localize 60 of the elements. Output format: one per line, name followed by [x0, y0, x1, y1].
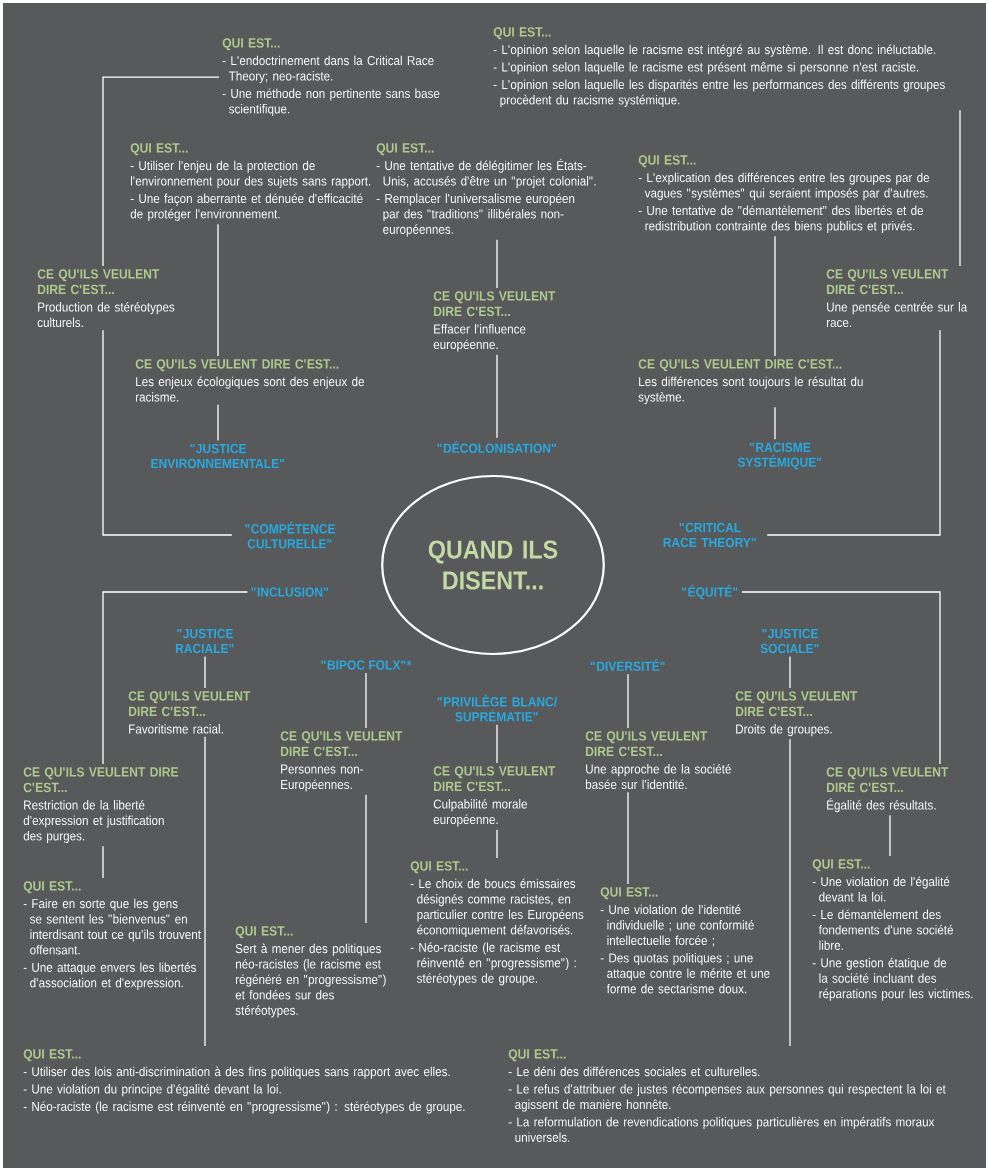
- definition-text: QUI EST... - L'endoctrinement dans la Critical Race Theory; neo-raciste. - Une méthode non pertinente sans base scientifique.: [222, 38, 440, 117]
- meaning-text: CE QU'ILS VEULENT DIRE C'EST... Une pensée centrée sur la race.: [826, 269, 968, 328]
- connector-line: [204, 655, 206, 689]
- meaning-text: CE QU'ILS VEULENT DIRE C'EST... Une approche de la société basée sur l'identité.: [585, 731, 731, 790]
- term-label: "INCLUSION": [251, 587, 328, 597]
- definition-text: QUI EST... - Une violation de l'identité individuelle ; une conformité intellectuelle forcée ; - Des quotas politiques ; une attaque contre le mérite et une forme de sectarisme doux.: [600, 887, 770, 994]
- meaning-text: CE QU'ILS VEULENT DIRE C'EST... Égalité des résultats.: [826, 767, 949, 813]
- definition-text: QUI EST... - L'explication des différences entre les groupes par de vagues "systèmes" qui seraient imposés par d'autres. - Une tentative de "démantèlement" des libertés et de redistribution contrainte des biens publics et privés.: [638, 155, 930, 234]
- connector-line: [496, 829, 498, 859]
- connector-line: [102, 591, 249, 765]
- definition-text: QUI EST... - Le choix de boucs émissaires désignés comme racistes, en particulier contre les Européens économiquement défavorisés. - Néo-raciste (le racisme est réinventé en "progressisme") : stéréotypes de groupe.: [410, 861, 584, 986]
- connector-line: [774, 406, 776, 440]
- connector-line: [789, 655, 791, 689]
- term-label: "CRITICAL RACE THEORY": [663, 522, 756, 548]
- term-label: "PRIVILÈGE BLANC/ SUPRÉMATIE": [437, 694, 557, 722]
- connector-line: [102, 845, 104, 879]
- connector-line: [204, 736, 206, 1047]
- term-label: "COMPÉTENCE CULTURELLE": [245, 521, 336, 549]
- definition-text: QUI EST... - Le déni des différences sociales et culturelles. - Le refus d'attribuer de justes récompenses aux personnes qui respectent la loi et agissent de manière honnête. - La reformulation de revendications politiques particulières en impératifs moraux universels.: [508, 1049, 946, 1142]
- connector-line: [496, 724, 498, 764]
- term-label: "DIVERSITÉ": [590, 659, 665, 671]
- meaning-text: CE QU'ILS VEULENT DIRE C'EST... Culpabilité morale européenne.: [433, 766, 556, 827]
- definition-text: QUI EST... - Faire en sorte que les gens se sentent les "bienvenus" en interdisant tout ce qu'ils trouvent offensant. - Une attaque envers les libertés d'association et d'expression.: [23, 881, 201, 990]
- connector-line: [959, 109, 961, 267]
- definition-text: QUI EST... - Une tentative de délégitimer les États-Unis, accusés d'être un "projet colonial". - Remplacer l'universalisme européen par des "traditions" illibérales non-européennes.: [376, 143, 596, 237]
- connector-line: [741, 591, 941, 765]
- meaning-text: CE QU'ILS VEULENT DIRE C'EST... Restriction de la liberté d'expression et justification des purges.: [23, 767, 179, 844]
- definition-text: QUI EST... - Utiliser l'enjeu de la protection de l'environnement pour des sujets sans rapport. - Une façon aberrante et dénuée d'efficacité de protéger l'environnement.: [130, 143, 371, 222]
- connector-line: [889, 814, 891, 857]
- term-label: "BIPOC FOLX"*: [321, 660, 412, 670]
- meaning-text: CE QU'ILS VEULENT DIRE C'EST... Favoritisme racial.: [128, 691, 251, 734]
- connector-line: [496, 239, 498, 289]
- term-label: "JUSTICE SOCIALE": [760, 628, 819, 654]
- term-label: "ÉQUITÉ": [682, 584, 738, 600]
- term-label: "DÉCOLONISATION": [437, 441, 556, 453]
- term-label: "JUSTICE RACIALE": [175, 628, 234, 654]
- definition-text: QUI EST... - Une violation de l'égalité devant la loi. - Le démantèlement des fondements d'une société libre. - Une gestion étatique de la société incluant des réparations pour les victimes.: [812, 859, 973, 1001]
- connector-line: [627, 791, 629, 885]
- meaning-text: CE QU'ILS VEULENT DIRE C'EST... Production de stéréotypes culturels.: [37, 269, 175, 328]
- meaning-text: CE QU'ILS VEULENT DIRE C'EST... Effacer l'influence européenne.: [433, 291, 556, 352]
- term-label: "JUSTICE ENVIRONNEMENTALE": [151, 443, 285, 469]
- connector-line: [496, 354, 498, 439]
- connector-line: [365, 794, 367, 924]
- definition-text: QUI EST... Sert à mener des politiques néo-racistes (le racisme est régénéré en "progressisme") et fondées sur des stéréotypes.: [235, 926, 386, 1018]
- meaning-text: CE QU'ILS VEULENT DIRE C'EST... Droits de groupes.: [735, 691, 858, 737]
- term-label: "RACISME SYSTÉMIQUE": [737, 442, 822, 470]
- connector-line: [766, 329, 941, 536]
- connector-line: [102, 76, 220, 267]
- meaning-text: CE QU'ILS VEULENT DIRE C'EST... Personnes non-Européennes.: [280, 731, 403, 792]
- connector-line: [217, 404, 219, 442]
- connector-line: [102, 329, 233, 536]
- connector-line: [365, 672, 367, 729]
- definition-text: QUI EST... - Utiliser des lois anti-discrimination à des fins politiques sans rapport avec elles. - Une violation du principe d'égalité devant la loi. - Néo-raciste (le racisme est réinventé en "progressisme") : stéréotypes de groupe.: [23, 1049, 465, 1114]
- definition-text: QUI EST... - L'opinion selon laquelle le racisme est intégré au système. Il est donc inéluctable. - L'opinion selon laquelle le racisme est présent même si personne n'est raciste. - L'opinion selon laquelle les disparités entre les performances des différents groupes procèdent du racisme systémique.: [493, 27, 945, 108]
- connector-line: [217, 223, 219, 357]
- meaning-text: CE QU'ILS VEULENT DIRE C'EST... Les enjeux écologiques sont des enjeux de racisme.: [135, 359, 365, 402]
- connector-line: [774, 235, 776, 357]
- connector-line: [627, 673, 629, 729]
- connector-line: [789, 738, 791, 1047]
- meaning-text: CE QU'ILS VEULENT DIRE C'EST... Les différences sont toujours le résultat du système.: [638, 359, 863, 405]
